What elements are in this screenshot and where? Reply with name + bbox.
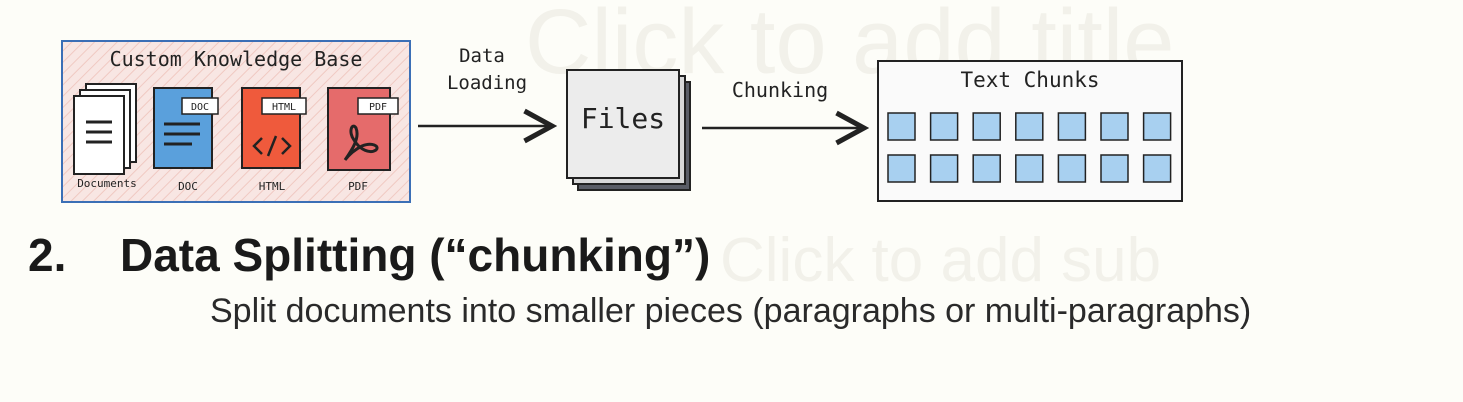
text-chunk — [1057, 112, 1087, 141]
text-chunk — [1100, 112, 1129, 141]
html-tag: HTML — [272, 102, 296, 113]
documents-icon — [73, 83, 137, 175]
text-chunk — [1100, 154, 1129, 183]
knowledge-base-box: Custom Knowledge Base Documents DOC DOC … — [61, 40, 411, 203]
text-chunks-box: Text Chunks — [877, 60, 1183, 202]
doc-caption: DOC — [178, 180, 198, 193]
section-title: Data Splitting (“chunking”) — [120, 229, 711, 281]
html-caption: HTML — [259, 180, 286, 193]
section-heading: 2. Data Splitting (“chunking”) — [28, 228, 710, 282]
data-loading-label-line2: Loading — [447, 72, 527, 94]
chunk-grid — [887, 112, 1172, 183]
text-chunk — [1057, 154, 1087, 183]
text-chunk — [1142, 112, 1172, 141]
knowledge-base-title: Custom Knowledge Base — [110, 47, 363, 71]
text-chunk — [1015, 154, 1044, 183]
files-stack: Files — [566, 69, 691, 191]
text-chunk — [1142, 154, 1172, 183]
documents-caption: Documents — [77, 177, 137, 190]
text-chunk — [887, 154, 916, 183]
doc-file-icon: DOC — [153, 87, 219, 169]
text-chunks-title: Text Chunks — [960, 68, 1099, 92]
data-loading-label-line1: Data — [459, 45, 505, 67]
text-chunk — [887, 112, 916, 141]
pdf-file-icon: PDF — [327, 87, 399, 171]
text-chunk — [929, 154, 959, 183]
doc-tag: DOC — [191, 102, 209, 113]
pdf-tag: PDF — [369, 102, 387, 113]
chunking-label: Chunking — [732, 78, 828, 102]
text-chunk — [929, 112, 959, 141]
chunking-arrow: Chunking — [702, 78, 864, 128]
section-description: Split documents into smaller pieces (par… — [210, 292, 1252, 330]
pdf-caption: PDF — [348, 180, 368, 193]
section-number: 2. — [28, 229, 67, 281]
subtitle-placeholder[interactable]: Click to add sub — [720, 226, 1162, 295]
text-chunk — [1015, 112, 1044, 141]
html-file-icon: HTML — [241, 87, 307, 169]
data-loading-arrow: Data Loading — [418, 45, 552, 126]
text-chunk — [972, 112, 1001, 141]
files-label: Files — [581, 102, 665, 135]
text-chunk — [972, 154, 1001, 183]
